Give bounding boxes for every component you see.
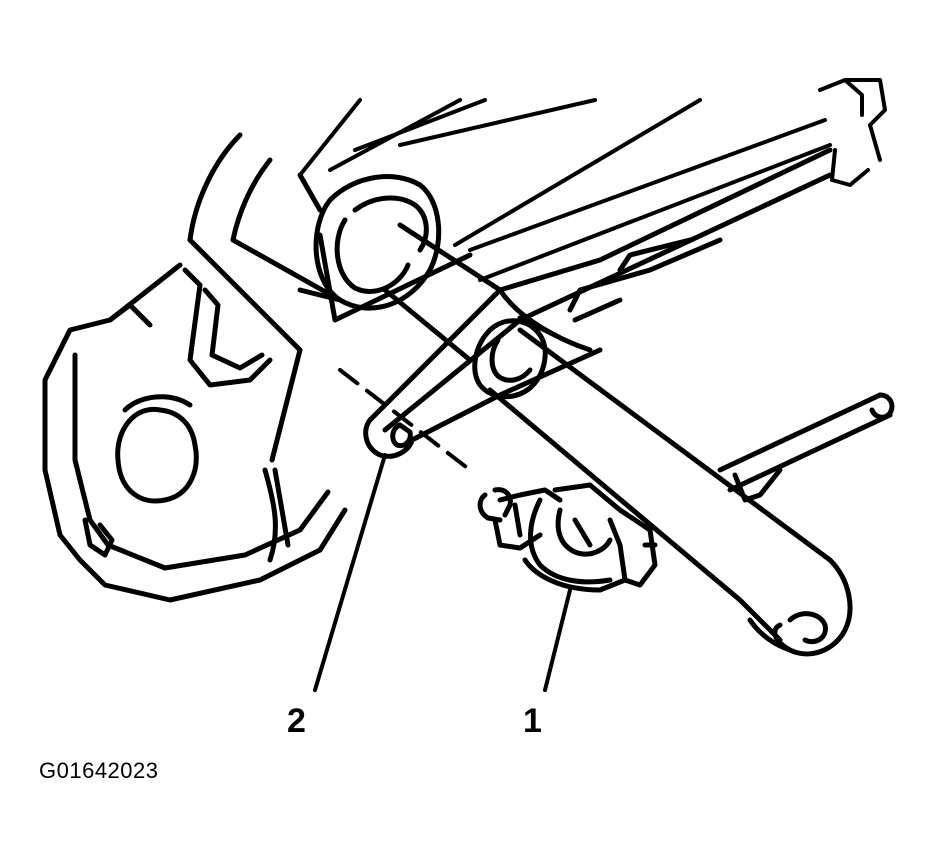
link-plate xyxy=(363,147,833,459)
retaining-clip xyxy=(477,482,658,593)
figure-id: G01642023 xyxy=(39,758,159,783)
cross-shaft xyxy=(382,222,853,657)
pivot-boss xyxy=(297,174,473,323)
lower-rod xyxy=(717,392,895,503)
callout-label-2: 2 xyxy=(287,702,306,740)
leader-line-1 xyxy=(543,588,572,692)
alignment-dashed-line xyxy=(338,368,472,472)
upper-seat-rails xyxy=(298,78,887,282)
mounting-bracket xyxy=(42,132,348,603)
shaft-collar xyxy=(472,315,558,400)
callout-label-1: 1 xyxy=(523,702,542,740)
leader-lines xyxy=(313,453,572,692)
leader-line-2 xyxy=(313,453,387,692)
